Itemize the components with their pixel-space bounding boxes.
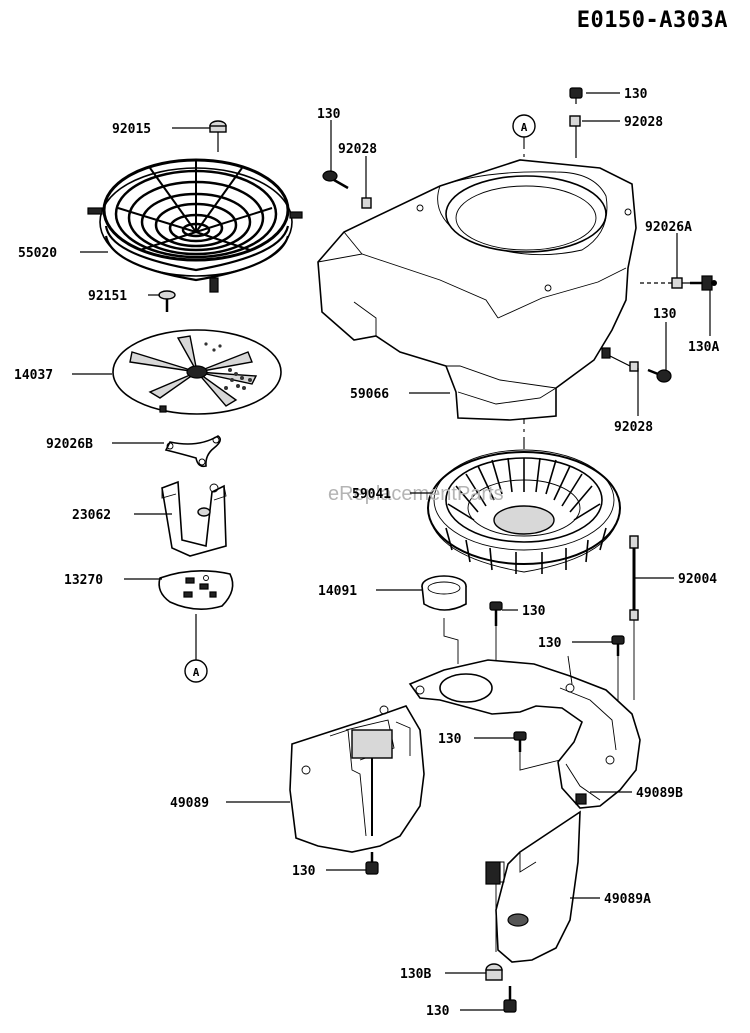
- part-92151-screw[interactable]: [158, 290, 176, 312]
- part-92028-collar-top-left[interactable]: [361, 197, 372, 209]
- part-92026a-clip[interactable]: [671, 277, 683, 289]
- part-49089-baffle[interactable]: [289, 705, 425, 853]
- part-92004-stud[interactable]: [629, 535, 639, 621]
- part-92028-collar-mid-right[interactable]: [629, 361, 639, 372]
- part-130-bolt-right-plate[interactable]: [611, 635, 625, 656]
- part-59041-flywheel[interactable]: [427, 449, 621, 574]
- svg-text:A: A: [193, 666, 200, 679]
- part-130-bolt-lower-center[interactable]: [513, 731, 527, 752]
- part-13270-plate[interactable]: [158, 570, 234, 610]
- part-130-bolt-mid-right[interactable]: [647, 368, 672, 383]
- label-130-top-right: 130: [624, 87, 648, 102]
- label-92028-mid-right: 92028: [614, 420, 653, 435]
- label-49089: 49089: [170, 796, 209, 811]
- label-23062: 23062: [72, 508, 111, 523]
- part-23062-bracket[interactable]: [161, 480, 227, 557]
- part-130-bolt-bottom[interactable]: [503, 986, 517, 1013]
- label-92015: 92015: [112, 122, 151, 137]
- label-49089B: 49089B: [636, 786, 683, 801]
- label-130-bottom: 130: [426, 1004, 450, 1019]
- ref-marker-a-left: A: [184, 659, 208, 683]
- part-130-bolt-center[interactable]: [489, 601, 503, 626]
- part-130b-bolt[interactable]: [485, 963, 503, 981]
- label-130-right-plate: 130: [538, 636, 562, 651]
- label-14037: 14037: [14, 368, 53, 383]
- label-92026B: 92026B: [46, 437, 93, 452]
- label-130B: 130B: [400, 967, 431, 982]
- ref-marker-a-top: A: [512, 114, 536, 138]
- part-92028-collar-top-right[interactable]: [569, 115, 581, 127]
- watermark-text: eReplacementParts: [328, 483, 504, 505]
- part-14037-fan-plate[interactable]: [112, 329, 282, 415]
- label-130-center: 130: [522, 604, 546, 619]
- part-130-bolt-top-right[interactable]: [569, 87, 583, 104]
- leader-lines: [72, 92, 711, 1011]
- part-130-bolt-top-left[interactable]: [322, 170, 349, 190]
- label-59041: 59041: [352, 487, 391, 502]
- part-130a-bolt[interactable]: [690, 275, 717, 291]
- part-49089b-baffle-plate[interactable]: [408, 655, 641, 809]
- label-130-top-left: 130: [317, 107, 341, 122]
- label-130-bottom-left: 130: [292, 864, 316, 879]
- part-55020-fan-screen[interactable]: [87, 158, 303, 293]
- label-92026A: 92026A: [645, 220, 692, 235]
- diagram-id: E0150-A303A: [576, 8, 728, 33]
- part-number-labels: 92015 55020 92151 14037 92026B 23062 132…: [14, 87, 719, 1019]
- label-49089A: 49089A: [604, 892, 651, 907]
- label-92004: 92004: [678, 572, 717, 587]
- label-130A: 130A: [688, 340, 719, 355]
- part-92015-bolt[interactable]: [209, 120, 227, 152]
- label-92028-top-left: 92028: [338, 142, 377, 157]
- label-92151: 92151: [88, 289, 127, 304]
- label-55020: 55020: [18, 246, 57, 261]
- svg-text:A: A: [521, 121, 528, 134]
- label-14091: 14091: [318, 584, 357, 599]
- label-92028-top-right: 92028: [624, 115, 663, 130]
- label-130-mid-right: 130: [653, 307, 677, 322]
- label-130-lower-center: 130: [438, 732, 462, 747]
- part-92026b-spring-plate[interactable]: [164, 435, 222, 468]
- label-59066: 59066: [350, 387, 389, 402]
- part-14091-collar[interactable]: [421, 575, 467, 611]
- part-130-bolt-bottom-left[interactable]: [365, 852, 379, 875]
- part-59066-shroud[interactable]: [317, 159, 637, 421]
- part-49089a-baffle[interactable]: [485, 810, 581, 963]
- label-13270: 13270: [64, 573, 103, 588]
